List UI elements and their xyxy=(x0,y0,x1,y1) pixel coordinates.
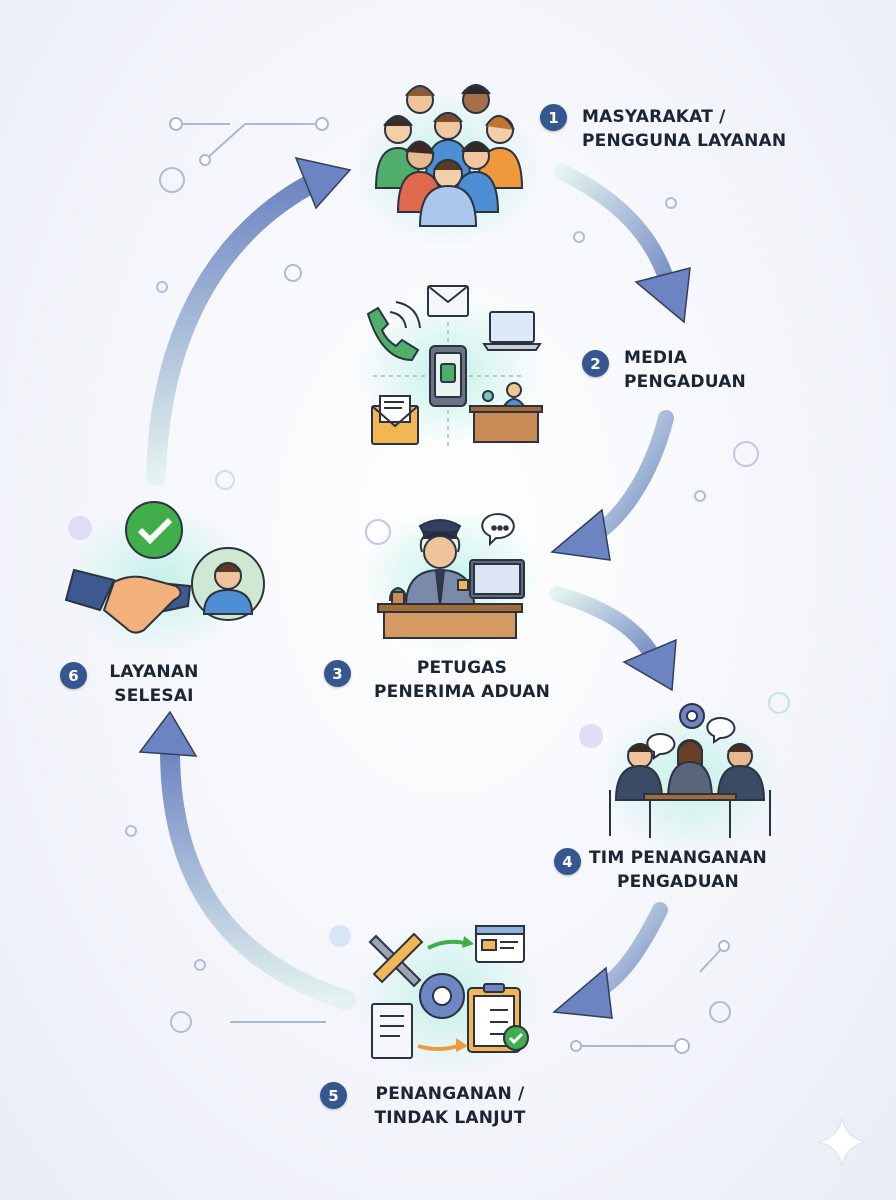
smartphone-icon xyxy=(429,345,467,407)
arrow-1-to-2-head xyxy=(634,267,691,324)
team-meeting-icon xyxy=(598,703,782,854)
decor-glow-dot xyxy=(329,925,351,947)
step-2-label: MEDIA PENGADUAN xyxy=(624,346,746,394)
step-5-label: PENANGANAN / TINDAK LANJUT xyxy=(352,1082,548,1130)
arrow-3-to-4 xyxy=(550,586,664,670)
decor-glow-dot xyxy=(579,724,603,748)
step-6-title-line2: SELESAI xyxy=(114,686,194,706)
step-4-title-line2: PENGADUAN xyxy=(617,872,739,892)
step-4-badge: 4 xyxy=(554,848,581,875)
step-6-title-line1: LAYANAN xyxy=(109,662,199,682)
step-3-label: PETUGAS PENERIMA ADUAN xyxy=(362,656,562,704)
clipboard-checklist-icon xyxy=(467,983,529,1053)
officer-at-desk-icon xyxy=(358,506,542,654)
decor-network-lines xyxy=(169,117,730,1054)
flow-arrows xyxy=(138,156,691,1019)
decor-bubbles xyxy=(125,167,790,1033)
people-group-icon xyxy=(353,84,543,248)
arrow-5-to-6-head xyxy=(138,710,198,757)
service-desk-icon xyxy=(469,382,543,443)
step-5-title-line1: PENANGANAN / xyxy=(375,1084,525,1104)
step-1-title-line1: MASYARAKAT / xyxy=(582,107,726,127)
step-5-badge: 5 xyxy=(320,1082,347,1109)
arrow-4-to-5-head xyxy=(552,966,613,1019)
arrow-6-to-1 xyxy=(146,170,328,486)
step-6-badge: 6 xyxy=(60,662,87,689)
step-1-badge: 1 xyxy=(540,104,567,131)
step-3-badge: 3 xyxy=(324,660,351,687)
laptop-icon xyxy=(482,311,542,351)
envelope-letter-icon xyxy=(371,395,419,445)
step-3-title-line2: PENERIMA ADUAN xyxy=(373,682,551,702)
check-circle-icon xyxy=(125,501,183,559)
decor-glow-dot xyxy=(68,516,92,540)
browser-window-icon xyxy=(475,925,525,963)
step-1-title-line2: PENGGUNA LAYANAN xyxy=(582,131,787,151)
step-2-badge: 2 xyxy=(582,350,609,377)
complaint-channels-icon xyxy=(356,285,543,446)
sparkle-icon xyxy=(817,1117,867,1167)
chat-bubble-icon xyxy=(481,513,515,547)
arrow-2-to-3-head xyxy=(550,508,611,561)
step-5-title-line2: TINDAK LANJUT xyxy=(374,1108,526,1128)
wrench-screwdriver-icon xyxy=(368,932,424,988)
step-4-label: TIM PENANGANAN PENGADUAN xyxy=(588,846,768,894)
gear-icon xyxy=(679,703,705,729)
tools-and-checklist-icon xyxy=(356,918,540,1074)
step-4-title-line1: TIM PENANGANAN xyxy=(589,848,767,868)
step-2-title-line2: PENGADUAN xyxy=(624,372,746,392)
step-1-label: MASYARAKAT / PENGGUNA LAYANAN xyxy=(582,105,786,153)
handshake-complete-icon xyxy=(64,501,265,654)
phone-icon xyxy=(366,301,421,362)
step-3-title-line1: PETUGAS xyxy=(416,658,508,678)
arrow-6-to-1-head xyxy=(294,156,352,210)
arrow-5-to-6 xyxy=(160,740,356,1010)
gear-icon xyxy=(419,973,465,1019)
step-6-label: LAYANAN SELESAI xyxy=(92,660,216,708)
step-2-title-line1: MEDIA xyxy=(624,348,688,368)
mail-icon xyxy=(427,285,469,317)
avatar xyxy=(191,547,265,621)
document-icon xyxy=(371,1003,413,1059)
arrow-doc-right xyxy=(417,1044,459,1051)
arrow-3-to-4-head xyxy=(622,638,677,692)
